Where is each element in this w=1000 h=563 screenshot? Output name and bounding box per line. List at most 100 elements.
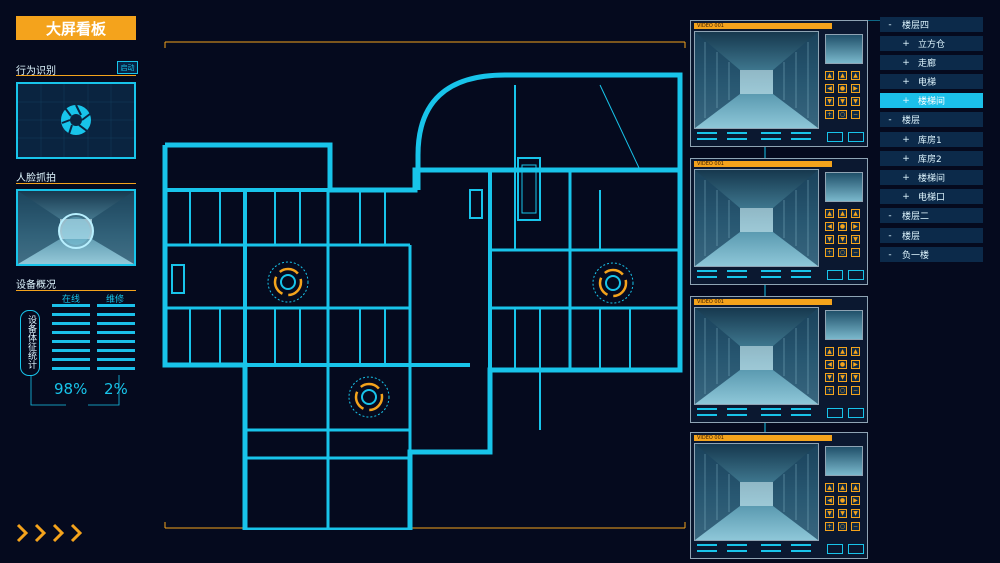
ptz-control-button[interactable]: ▼ xyxy=(838,235,847,244)
camera-action-button[interactable] xyxy=(827,270,843,280)
tree-toggle-icon[interactable]: + xyxy=(902,153,910,164)
tree-toggle-icon[interactable]: + xyxy=(902,95,910,106)
camera-action-button[interactable] xyxy=(848,544,864,554)
ptz-control-button[interactable]: − xyxy=(851,248,860,257)
ptz-control-button[interactable]: ▶ xyxy=(851,496,860,505)
ptz-control-button[interactable]: ◀ xyxy=(825,222,834,231)
ptz-control-button[interactable]: ◀ xyxy=(825,360,834,369)
tree-node[interactable]: - 楼层二 xyxy=(880,208,983,223)
ptz-control-button[interactable]: ○ xyxy=(838,110,847,119)
tree-toggle-icon[interactable]: + xyxy=(902,76,910,87)
ptz-control-button[interactable]: + xyxy=(825,110,834,119)
online-bar xyxy=(52,304,90,307)
ptz-control-button[interactable]: ▶ xyxy=(851,360,860,369)
ptz-control-button[interactable]: ▼ xyxy=(825,97,834,106)
tree-node[interactable]: + 立方仓 xyxy=(880,36,983,51)
camera-action-button[interactable] xyxy=(848,132,864,142)
ptz-control-button[interactable]: ▼ xyxy=(851,97,860,106)
tree-toggle-icon[interactable]: - xyxy=(888,114,892,125)
ptz-control-pad: ▲ ▲ ▲ ◀ ● ▶ ▼ ▼ ▼ + ○− xyxy=(825,347,863,401)
camera-thumbnail[interactable] xyxy=(825,172,863,202)
ptz-control-button[interactable]: ▲ xyxy=(838,71,847,80)
camera-video[interactable] xyxy=(694,169,819,267)
camera-status-bar xyxy=(727,414,747,416)
ptz-control-button[interactable]: ▼ xyxy=(825,373,834,382)
ptz-control-button[interactable]: ○ xyxy=(838,248,847,257)
ptz-control-button[interactable]: ▼ xyxy=(851,235,860,244)
camera-thumbnail[interactable] xyxy=(825,34,863,64)
ptz-control-button[interactable]: ○ xyxy=(838,522,847,531)
ptz-control-button[interactable]: ▲ xyxy=(838,483,847,492)
ptz-control-button[interactable]: ▶ xyxy=(851,84,860,93)
ptz-control-button[interactable]: ● xyxy=(838,496,847,505)
ptz-control-button[interactable]: + xyxy=(825,386,834,395)
ptz-control-button[interactable]: ▲ xyxy=(825,209,834,218)
ptz-control-button[interactable]: ◀ xyxy=(825,496,834,505)
camera-thumbnail[interactable] xyxy=(825,310,863,340)
tree-node[interactable]: - 楼层 xyxy=(880,228,983,243)
ptz-control-button[interactable]: ○ xyxy=(838,386,847,395)
camera-video[interactable] xyxy=(694,31,819,129)
ptz-control-button[interactable]: − xyxy=(851,386,860,395)
ptz-control-button[interactable]: ▲ xyxy=(838,209,847,218)
ptz-control-button[interactable]: ▶ xyxy=(851,222,860,231)
ptz-control-button[interactable]: ▲ xyxy=(825,347,834,356)
tree-toggle-icon[interactable]: + xyxy=(902,191,910,202)
tree-toggle-icon[interactable]: - xyxy=(888,19,892,30)
camera-action-button[interactable] xyxy=(827,132,843,142)
ptz-control-button[interactable]: ▼ xyxy=(851,373,860,382)
tree-node[interactable]: - 楼层四 xyxy=(880,17,983,32)
start-button[interactable]: 启动 xyxy=(117,61,138,74)
ptz-control-button[interactable]: ▲ xyxy=(838,347,847,356)
tree-node[interactable]: + 库房1 xyxy=(880,132,983,147)
ptz-control-button[interactable]: ▲ xyxy=(851,483,860,492)
ptz-control-button[interactable]: + xyxy=(825,248,834,257)
camera-status-bar xyxy=(761,270,781,272)
tree-node[interactable]: - 楼层 xyxy=(880,112,983,127)
camera-action-button[interactable] xyxy=(827,408,843,418)
tree-toggle-icon[interactable]: - xyxy=(888,249,892,260)
camera-thumbnail[interactable] xyxy=(825,446,863,476)
ptz-control-button[interactable]: ▲ xyxy=(825,71,834,80)
tree-node[interactable]: + 库房2 xyxy=(880,151,983,166)
camera-action-button[interactable] xyxy=(848,270,864,280)
camera-panel[interactable]: VIDEO 001 ▲▲▲◀●▶▼▼▼+○− xyxy=(690,432,868,559)
camera-action-button[interactable] xyxy=(827,544,843,554)
ptz-control-button[interactable]: ▼ xyxy=(825,509,834,518)
ptz-control-button[interactable]: ▲ xyxy=(851,209,860,218)
ptz-control-button[interactable]: ▲ xyxy=(851,347,860,356)
tree-node[interactable]: + 楼梯间 xyxy=(880,93,983,108)
ptz-control-button[interactable]: ◀ xyxy=(825,84,834,93)
ptz-control-button[interactable]: − xyxy=(851,522,860,531)
ptz-control-button[interactable]: ▼ xyxy=(838,509,847,518)
camera-panel[interactable]: VIDEO 001 ▲▲▲◀●▶▼▼▼+○− xyxy=(690,296,868,423)
tree-toggle-icon[interactable]: + xyxy=(902,38,910,49)
chevron-right-icon[interactable] xyxy=(16,523,86,543)
tree-toggle-icon[interactable]: + xyxy=(902,134,910,145)
tree-toggle-icon[interactable]: - xyxy=(888,230,892,241)
ptz-control-button[interactable]: ▼ xyxy=(825,235,834,244)
tree-toggle-icon[interactable]: + xyxy=(902,172,910,183)
tree-node[interactable]: + 走廊 xyxy=(880,55,983,70)
tree-toggle-icon[interactable]: + xyxy=(902,57,910,68)
camera-action-button[interactable] xyxy=(848,408,864,418)
camera-panel[interactable]: VIDEO 001 ▲▲▲◀●▶▼▼▼+○− xyxy=(690,20,868,147)
tree-toggle-icon[interactable]: - xyxy=(888,210,892,221)
ptz-control-button[interactable]: − xyxy=(851,110,860,119)
tree-node[interactable]: + 电梯口 xyxy=(880,189,983,204)
ptz-control-button[interactable]: ● xyxy=(838,360,847,369)
camera-video[interactable] xyxy=(694,307,819,405)
tree-node[interactable]: + 电梯 xyxy=(880,74,983,89)
ptz-control-button[interactable]: ▼ xyxy=(838,97,847,106)
ptz-control-button[interactable]: ▼ xyxy=(851,509,860,518)
tree-node[interactable]: - 负一楼 xyxy=(880,247,983,262)
ptz-control-button[interactable]: ● xyxy=(838,222,847,231)
tree-node[interactable]: + 楼梯间 xyxy=(880,170,983,185)
ptz-control-button[interactable]: + xyxy=(825,522,834,531)
ptz-control-button[interactable]: ▲ xyxy=(825,483,834,492)
ptz-control-button[interactable]: ● xyxy=(838,84,847,93)
camera-video[interactable] xyxy=(694,443,819,541)
ptz-control-button[interactable]: ▼ xyxy=(838,373,847,382)
ptz-control-button[interactable]: ▲ xyxy=(851,71,860,80)
camera-panel[interactable]: VIDEO 001 ▲▲▲◀●▶▼▼▼+○− xyxy=(690,158,868,285)
